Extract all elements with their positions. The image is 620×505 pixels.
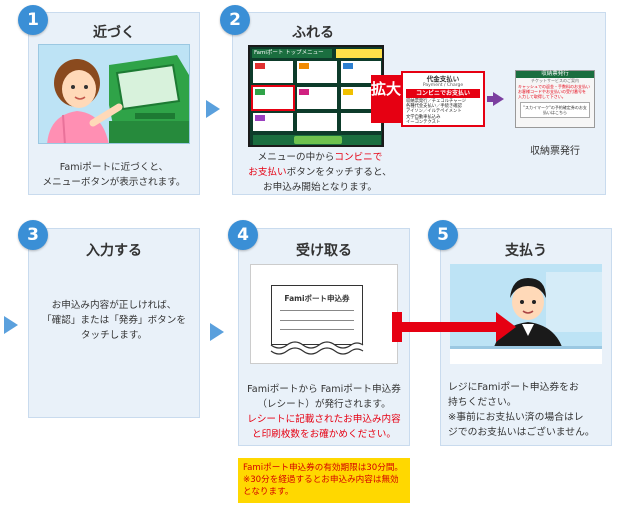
issue-label: 収納票発行	[530, 146, 580, 157]
slip-text-line: 入力して取得して下さい。	[518, 94, 566, 99]
step-2-caption: メニューの中からコンビニで お支払いボタンをタッチすると、 お申込み開始となりま…	[238, 150, 402, 195]
validity-note-line-2: ※30分を経過するとお申込み内容は無効	[243, 475, 399, 485]
menu-badge-block	[336, 49, 382, 58]
slip-title: 収納票発行	[516, 71, 594, 78]
payment-card-subtitle: Payment / Charge	[422, 83, 464, 88]
receipt-ticket-label: Famiポート申込券	[284, 294, 350, 303]
payment-card-title: 代金支払い	[426, 75, 460, 83]
caption-text: ボタンをタッチすると、	[286, 167, 392, 178]
step-4-caption-line-1: Famiポートから Famiポート申込券	[247, 384, 401, 395]
menu-screen-illustration: Famiポート トップメニュー	[248, 45, 384, 147]
menu-header: Famiポート トップメニュー	[252, 49, 332, 58]
arrow-step-1-to-2	[206, 100, 220, 118]
receipt-lines	[280, 310, 354, 330]
cashier-illustration	[450, 264, 602, 364]
step-3-panel	[28, 228, 200, 418]
slip-text: キャッシュでの返金・手数料のお支払い お客様コードやお支払いの受付番号を 入力し…	[516, 83, 594, 100]
zoomed-payment-card: 代金支払い Payment / Charge コンビニでお支払い 収納票発行／チ…	[401, 71, 485, 127]
receipt-ticket: Famiポート申込券	[271, 285, 363, 345]
step-3-title: 入力する	[86, 243, 142, 259]
step-4-caption-line-2: （レシート）が発行されます。	[257, 399, 391, 410]
slip-box: "スカイマーク"の予約確定券のお支払いはこちら	[520, 102, 590, 118]
step-3-caption: お申込み内容が正しければ、 「確認」または「発券」ボタンを タッチします。	[30, 298, 198, 343]
step-5-caption-line-4: ジでのお支払いはございません。	[448, 427, 595, 438]
konbini-payment-button[interactable]: コンビニでお支払い	[406, 89, 480, 98]
purple-arrow-shaft	[487, 96, 495, 102]
step-3-badge: 3	[18, 220, 48, 250]
payment-card-item: 収納票発行／チェコルチャージ	[406, 99, 467, 104]
issued-slip-screen: 収納票発行 チケットサービスのご案内 キャッシュでの返金・手数料のお支払い お客…	[515, 70, 595, 128]
receipt-torn-edge	[270, 341, 364, 355]
menu-highlight-box	[251, 85, 295, 111]
step-4-badge: 4	[228, 220, 258, 250]
step-4-title: 受け取る	[296, 243, 352, 259]
payment-card-item: 各種代金支払い／手続き確認	[406, 104, 462, 110]
step-5-caption-line-3: ※事前にお支払い済の場合はレ	[448, 412, 584, 423]
step-1-title: 近づく	[93, 25, 135, 41]
caption-highlight: コンビニで	[334, 152, 383, 163]
caption-highlight: お支払い	[248, 167, 287, 178]
zoom-label: 拡大	[371, 75, 401, 123]
step-3-caption-line-2: 「確認」または「発券」ボタンを	[42, 315, 186, 326]
step-5-caption: レジにFamiポート申込券をお 持ちください。 ※事前にお支払い済の場合はレ ジ…	[448, 380, 608, 440]
zoom-label-text: 拡大	[371, 80, 402, 98]
arrow-step-3-to-4	[210, 323, 224, 341]
payment-card-item: イーコンテクスト	[406, 119, 441, 125]
step-1-caption: Famiポートに近づくと、 メニューボタンが表示されます。	[30, 160, 198, 190]
step-2-caption-line-1: メニューの中からコンビニで	[238, 150, 402, 165]
step-5-caption-line-1: レジにFamiポート申込券をお	[448, 382, 579, 393]
payment-card-items: 収納票発行／チェコルチャージ 各種代金支払い／手続き確認 アイソン／イルテペイメ…	[403, 99, 483, 125]
step-3-caption-line-1: お申込み内容が正しければ、	[51, 300, 177, 311]
receipt-line	[280, 320, 354, 321]
step-2-badge: 2	[220, 5, 250, 35]
validity-note: Famiポート申込券の有効期限は30分間。 ※30分を経過するとお申込み内容は無…	[238, 458, 410, 503]
slip-subtitle: チケットサービスのご案内	[531, 78, 579, 83]
receipt-illustration-frame: Famiポート申込券	[250, 264, 398, 364]
step-5-badge: 5	[428, 220, 458, 250]
red-arrow-head-icon	[496, 312, 516, 342]
red-hand-arrow	[392, 322, 500, 332]
step-2-title: ふれる	[292, 25, 334, 41]
payment-card-item: 文学自動車払込み	[406, 114, 441, 120]
cashier-clerk-illustration	[450, 264, 602, 364]
step-1-badge: 1	[18, 5, 48, 35]
step-2-caption-line-3: お申込み開始となります。	[263, 182, 377, 193]
payment-card-item: アイソン／イルテペイメント	[406, 109, 462, 115]
slip-text-line: キャッシュでの返金・手数料のお支払い	[518, 84, 590, 89]
step-1-caption-line-2: メニューボタンが表示されます。	[42, 177, 186, 188]
step-1-caption-line-1: Famiポートに近づくと、	[59, 162, 169, 173]
step-3-caption-line-3: タッチします。	[80, 330, 148, 341]
validity-note-line-1: Famiポート申込券の有効期限は30分間。	[243, 463, 404, 473]
purple-arrow-icon	[493, 92, 504, 106]
caption-text: メニューの中から	[257, 152, 335, 163]
step-2-caption-line-2: お支払いボタンをタッチすると、	[238, 165, 402, 180]
step-4-caption: Famiポートから Famiポート申込券 （レシート）が発行されます。 レシート…	[240, 382, 408, 442]
validity-note-line-3: となります。	[243, 487, 294, 497]
person-at-kiosk-illustration	[47, 55, 189, 143]
step-1-illustration	[38, 44, 190, 144]
red-arrow-stub	[392, 312, 402, 342]
step-4-caption-warning-1: レシートに記載されたお申込み内容	[247, 414, 401, 425]
arrow-into-step-3	[4, 316, 18, 334]
step-5-caption-line-2: 持ちください。	[448, 397, 517, 408]
slip-text-line: お客様コードやお支払いの受付番号を	[518, 89, 586, 94]
step-4-caption-warning-2: と印刷枚数をお確かめください。	[252, 429, 396, 440]
step-5-title: 支払う	[505, 243, 547, 259]
